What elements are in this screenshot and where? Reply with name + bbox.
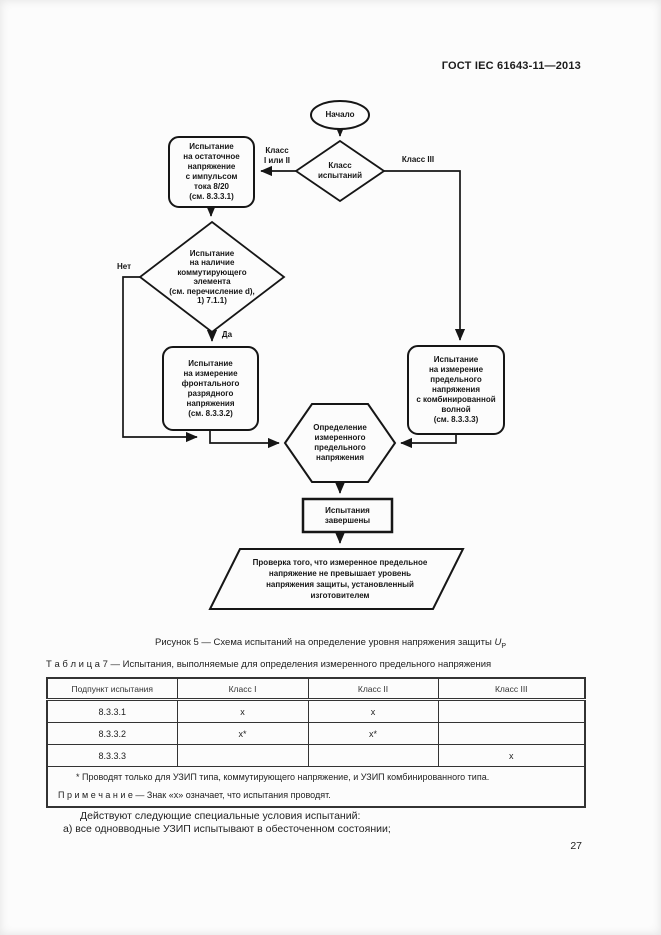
connector-no-branch [122, 276, 198, 443]
tests-complete-rect [301, 497, 394, 534]
check-parallelogram [208, 548, 465, 610]
table-row: 8.3.3.3 х [46, 744, 586, 767]
document-header: ГОСТ IEC 61643-11—2013 [441, 60, 581, 72]
up-symbol: U [494, 637, 502, 648]
tests-complete-label: Испытания завершены [324, 505, 371, 525]
start-label: Начало [325, 110, 355, 119]
col-header-class2: Класс II [307, 677, 439, 701]
connector-front-to-hex [209, 430, 280, 449]
yes-branch-label: Да [221, 330, 233, 339]
residual-voltage-box [168, 136, 255, 208]
connector-class3-branch [384, 170, 466, 341]
table-row: 8.3.3.2 х* х* [46, 722, 586, 745]
class-3-branch-label: Класс III [401, 155, 435, 164]
combined-wave-box [407, 345, 505, 435]
determination-label: Определение измеренного предельного напр… [313, 423, 367, 462]
cell-subclause: 8.3.3.3 [46, 744, 178, 767]
table-row: 8.3.3.1 х х [46, 699, 586, 723]
cell-class1: х* [176, 722, 309, 745]
flowchart-figure [122, 100, 505, 610]
col-header-class1: Класс I [176, 677, 309, 701]
cell-class2 [307, 744, 439, 767]
up-symbol-subscript: P [501, 642, 506, 650]
body-text-conditions: Действуют следующие специальные условия … [80, 810, 361, 822]
table-footnote: * Проводят только для УЗИП типа, коммути… [76, 772, 490, 782]
cell-class3: х [437, 744, 586, 767]
table-footnote-row: * Проводят только для УЗИП типа, коммути… [46, 766, 586, 808]
cell-class2: х [307, 699, 439, 723]
class-decision-label: Класс испытаний [317, 161, 363, 180]
start-oval [310, 100, 370, 130]
combined-wave-label: Испытание на измерение предельного напря… [416, 355, 496, 424]
table-note: П р и м е ч а н и е — Знак «х» означает,… [58, 790, 331, 800]
residual-voltage-label: Испытание на остаточное напряжение с имп… [183, 142, 240, 201]
col-header-subclause: Подпункт испытания [46, 677, 178, 701]
table-title: Т а б л и ц а 7 — Испытания, выполняемые… [46, 659, 492, 670]
figure-caption: Рисунок 5 — Схема испытаний на определен… [40, 637, 621, 650]
cell-subclause: 8.3.3.2 [46, 722, 178, 745]
col-header-class3: Класс III [437, 677, 586, 701]
cell-class3 [437, 699, 586, 723]
commutation-decision-diamond [138, 220, 286, 334]
front-discharge-label: Испытание на измерение фронтального разр… [181, 358, 240, 418]
no-branch-label: Нет [116, 262, 132, 271]
class-decision-diamond [294, 139, 386, 203]
cell-subclause: 8.3.3.1 [46, 699, 178, 723]
cell-class1 [176, 744, 309, 767]
page-number: 27 [570, 840, 582, 852]
determination-hexagon [283, 403, 397, 483]
cell-class1: х [176, 699, 309, 723]
table-header-row: Подпункт испытания Класс I Класс II Клас… [46, 677, 586, 701]
class-1-2-branch-label: Класс I или II [263, 146, 291, 165]
check-label: Проверка того, что измеренное предельное… [252, 558, 428, 600]
front-discharge-box [162, 346, 259, 431]
cell-class3 [437, 722, 586, 745]
commutation-decision-label: Испытание на наличие коммутирующего элем… [169, 248, 255, 306]
connector-combined-to-hex [400, 434, 457, 449]
table-7: Подпункт испытания Класс I Класс II Клас… [46, 677, 586, 808]
cell-class2: х* [307, 722, 439, 745]
figure-caption-text: Рисунок 5 — Схема испытаний на определен… [155, 637, 495, 648]
body-text-item-a: а) все одновводные УЗИП испытывают в обе… [63, 823, 391, 835]
